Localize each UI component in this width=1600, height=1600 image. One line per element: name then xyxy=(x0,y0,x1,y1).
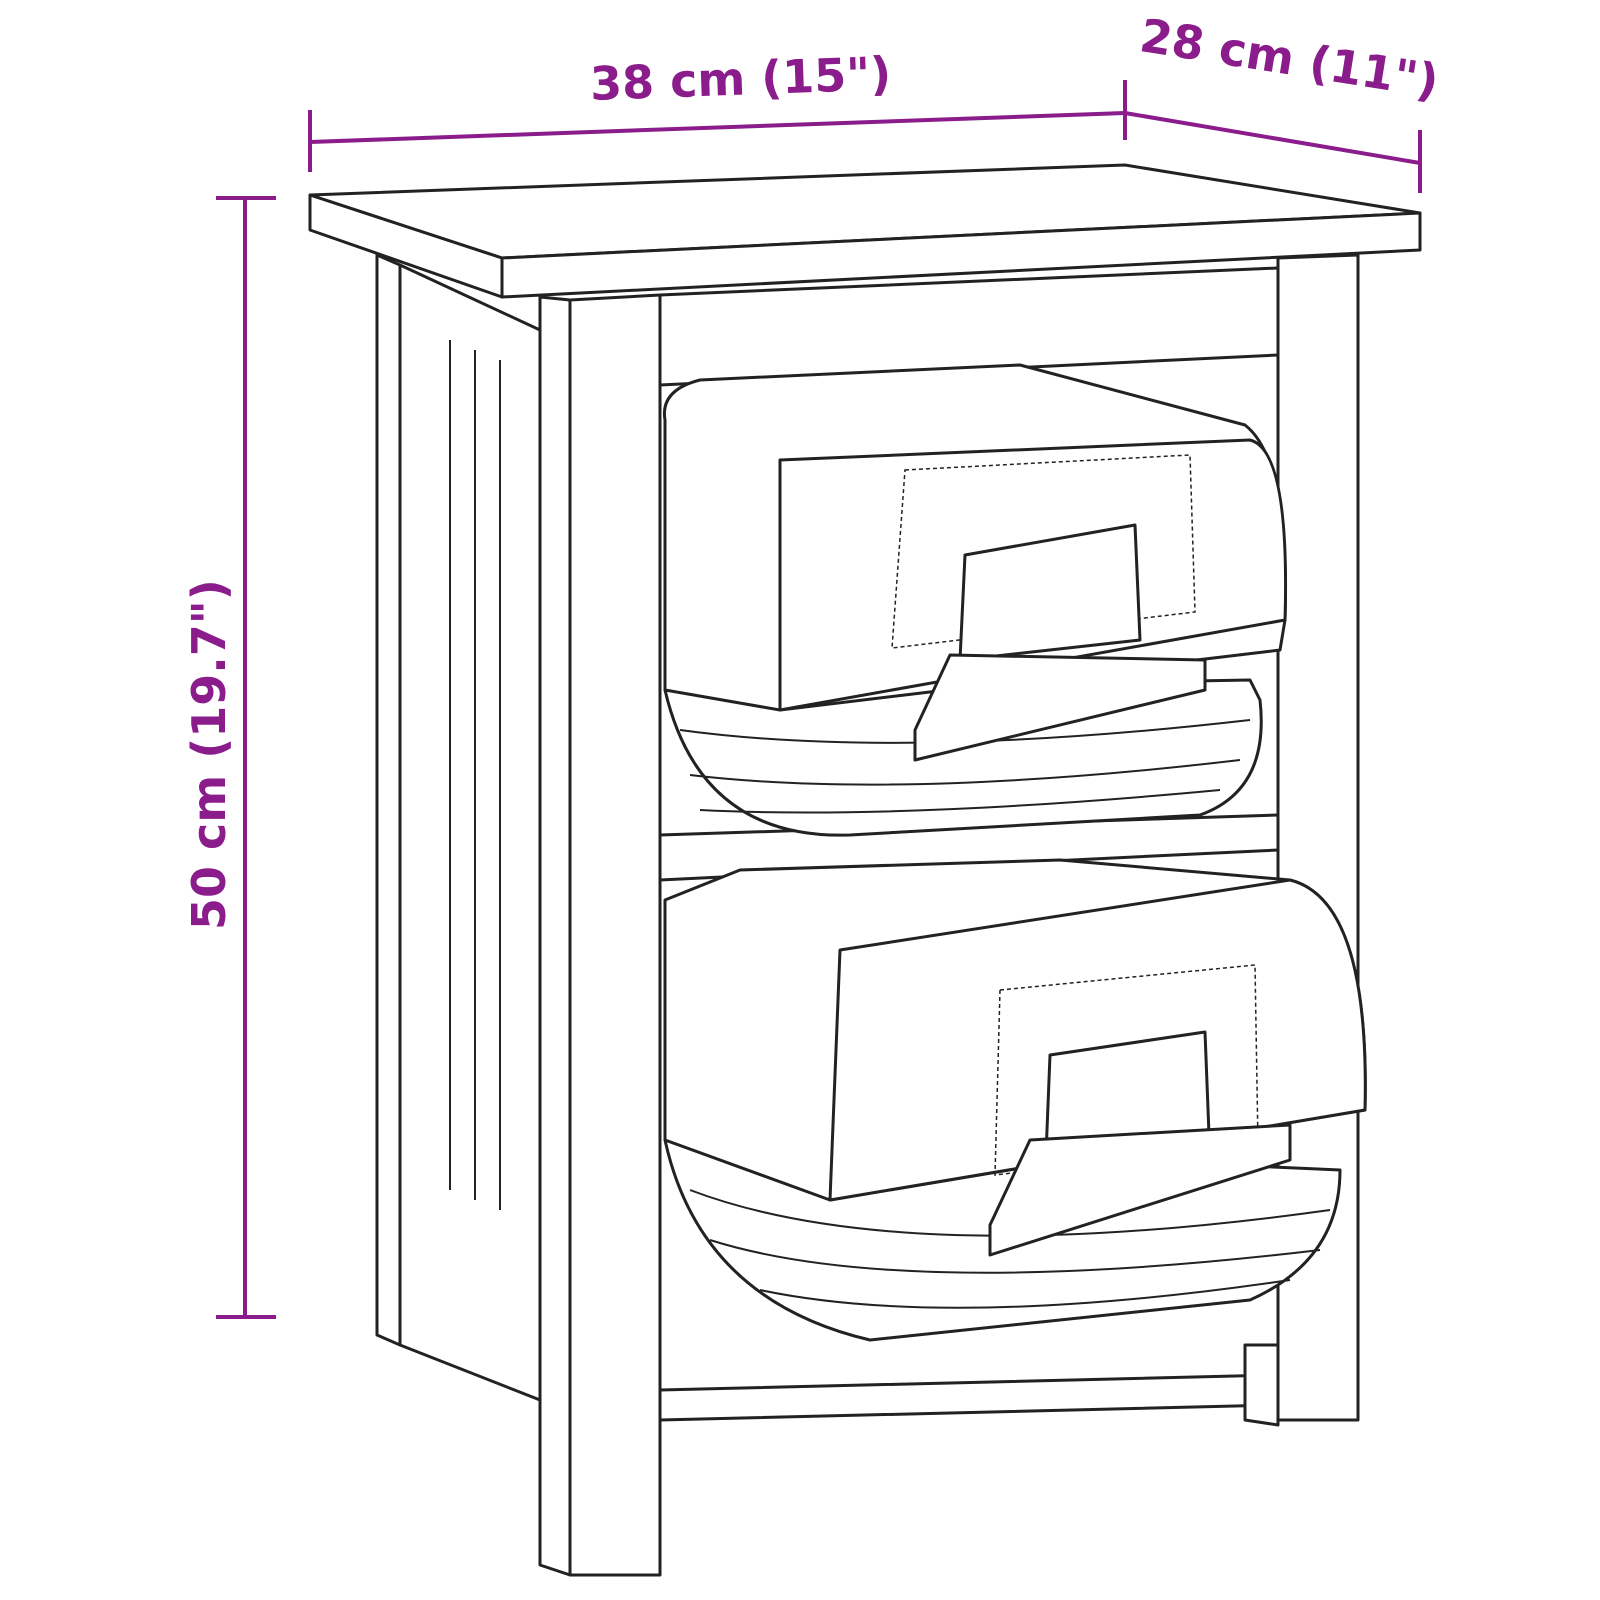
bottom-basket xyxy=(663,858,1367,1342)
width-label: 38 cm (15") xyxy=(589,46,892,110)
width-dimension-line xyxy=(308,80,1127,172)
top-basket xyxy=(662,363,1288,837)
back-legs xyxy=(375,253,1360,1422)
front-legs xyxy=(538,293,1280,1577)
height-dimension-line xyxy=(216,196,276,1319)
depth-dimension-line xyxy=(1124,111,1422,193)
height-label: 50 cm (19.7") xyxy=(182,579,236,930)
table-top xyxy=(308,163,1422,299)
depth-label: 28 cm (11") xyxy=(1136,8,1442,108)
